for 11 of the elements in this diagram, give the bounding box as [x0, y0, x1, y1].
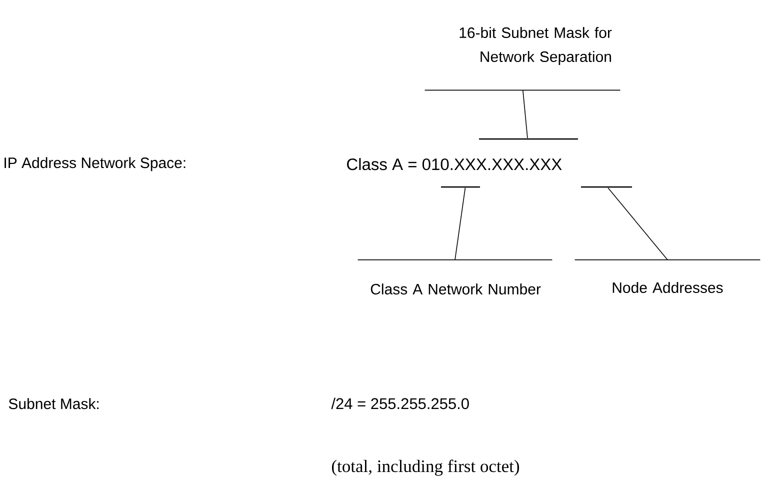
- leader-line: [608, 187, 668, 260]
- text-label: /24 = 255.255.255.0: [331, 398, 469, 410]
- text-label: Subnet Mask:: [8, 398, 99, 410]
- text-label: (total, including first octet): [332, 460, 520, 476]
- caption-bar: Node Addresses: [574, 259, 761, 293]
- caption-bar: Class A Network Number: [357, 259, 553, 294]
- text-label: IP Address Network Space:: [4, 157, 186, 172]
- leader-line: [522, 90, 528, 139]
- caption-bar: 16-bit Subnet Mask for Network Separation: [424, 27, 621, 91]
- text-label: Class A = 010.XXX.XXX.XXX: [347, 158, 562, 170]
- leader-line: [454, 187, 466, 260]
